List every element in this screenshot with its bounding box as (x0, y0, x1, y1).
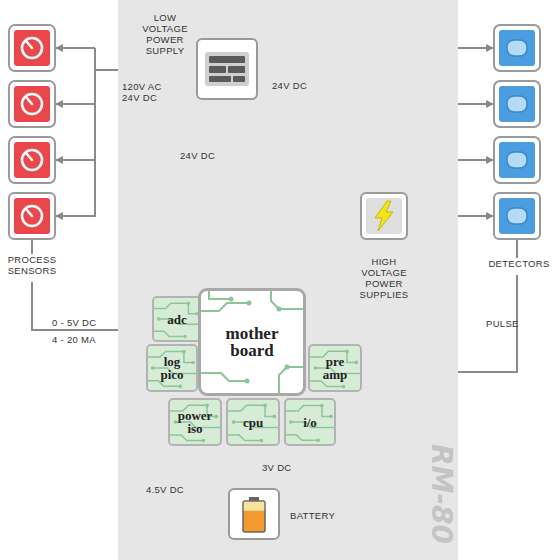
voltage-label: 120V AC (122, 81, 162, 92)
branch-arrow (326, 103, 360, 105)
detector-copies (494, 25, 540, 183)
component-heading: BATTERY (290, 510, 335, 521)
board-box: adc (152, 296, 202, 342)
icon-graphic (310, 349, 360, 388)
board-box: cpu (226, 398, 280, 446)
icon-graphic (147, 350, 197, 389)
board-box: i/o (284, 398, 336, 446)
sensor-box (9, 25, 55, 71)
hv-supply-box (361, 25, 407, 71)
connector-line (408, 215, 493, 217)
sensor-box: PROCESS SENSORS (8, 192, 56, 240)
lightning-symbol (366, 30, 402, 66)
icon-graphic (243, 497, 265, 532)
connector-line (32, 240, 152, 330)
branch-arrow (56, 103, 95, 105)
board-box: log pico (146, 344, 198, 392)
board-name: pre amp (316, 355, 354, 381)
connector-label: 3V DC (262, 462, 291, 473)
board-name: power iso (176, 409, 214, 435)
voltage-label: 0 - 5V DC (52, 317, 96, 328)
icon-graphic (228, 403, 278, 442)
group-heading: DETECTORS (485, 258, 553, 275)
lightning-symbol (366, 86, 402, 122)
connector-label: 24V DC (272, 80, 307, 91)
connector-line (258, 70, 360, 216)
sensor-dial (14, 86, 50, 122)
battery-box: BATTERY (228, 488, 280, 540)
icon-graphic (366, 198, 402, 234)
detector-box (494, 25, 540, 71)
hv-supply-box (361, 137, 407, 183)
node-icon (366, 198, 402, 234)
board-box: power iso (168, 398, 222, 446)
model-watermark: RM-80 (426, 434, 456, 554)
icon-graphic (205, 52, 249, 86)
connector-label: 24V DC (180, 150, 215, 161)
icon-graphic (499, 198, 535, 234)
detector-box (494, 81, 540, 127)
bus-wire (325, 48, 327, 216)
board-name: mother board (221, 325, 283, 359)
detector-box: DETECTORS (493, 192, 541, 240)
group-heading: PROCESS SENSORS (2, 254, 62, 282)
icon-graphic (201, 291, 303, 393)
detector-symbol (499, 142, 535, 178)
sensor-box (9, 137, 55, 183)
connector-label: PULSE (486, 318, 519, 329)
branch-arrow (56, 47, 95, 49)
branch-arrow (56, 159, 95, 161)
icon-graphic (14, 198, 50, 234)
connector-label: 4.5V DC (146, 484, 184, 495)
input-arrow (225, 0, 227, 38)
branch-arrow (326, 47, 360, 49)
lightning-symbol (366, 142, 402, 178)
sensor-dial (14, 30, 50, 66)
sensor-dial (14, 142, 50, 178)
voltage-label: 24V DC (122, 92, 157, 103)
node-icon (499, 198, 535, 234)
motherboard-box: mother board (198, 288, 306, 396)
detector-symbol (499, 30, 535, 66)
node-icon (14, 198, 50, 234)
detector-box (494, 137, 540, 183)
detector-symbol (499, 86, 535, 122)
component-heading: LOW VOLTAGE POWER SUPPLY (139, 12, 191, 56)
connector-line (56, 70, 196, 216)
connector-line (251, 100, 253, 288)
icon-graphic (170, 403, 220, 442)
icon-graphic (285, 404, 335, 443)
hv-supply-box: HIGH VOLTAGE POWER SUPPLIES (360, 192, 408, 240)
sensor-copies (9, 25, 55, 183)
branch-arrow (408, 103, 493, 105)
board-name: cpu (234, 416, 272, 429)
power-supply-box: LOW VOLTAGE POWER SUPPLY (196, 38, 258, 100)
hv-supply-box (361, 81, 407, 127)
branch-arrow (326, 159, 360, 161)
node-icon (230, 490, 278, 538)
board-name: log pico (153, 355, 191, 381)
board-box: pre amp (308, 344, 362, 392)
branch-arrow (408, 47, 493, 49)
connector-line (252, 446, 254, 488)
sensor-box (9, 81, 55, 127)
board-name: adc (158, 313, 196, 326)
icon-graphic (153, 302, 200, 339)
connector-line (362, 240, 517, 372)
group-heading: HIGH VOLTAGE POWER SUPPLIES (354, 256, 414, 300)
connector-line (200, 446, 228, 514)
branch-arrow (408, 159, 493, 161)
board-name: i/o (291, 416, 329, 429)
node-icon (205, 52, 249, 86)
voltage-label: 4 - 20 MA (52, 334, 96, 345)
hv-copies (361, 25, 407, 183)
